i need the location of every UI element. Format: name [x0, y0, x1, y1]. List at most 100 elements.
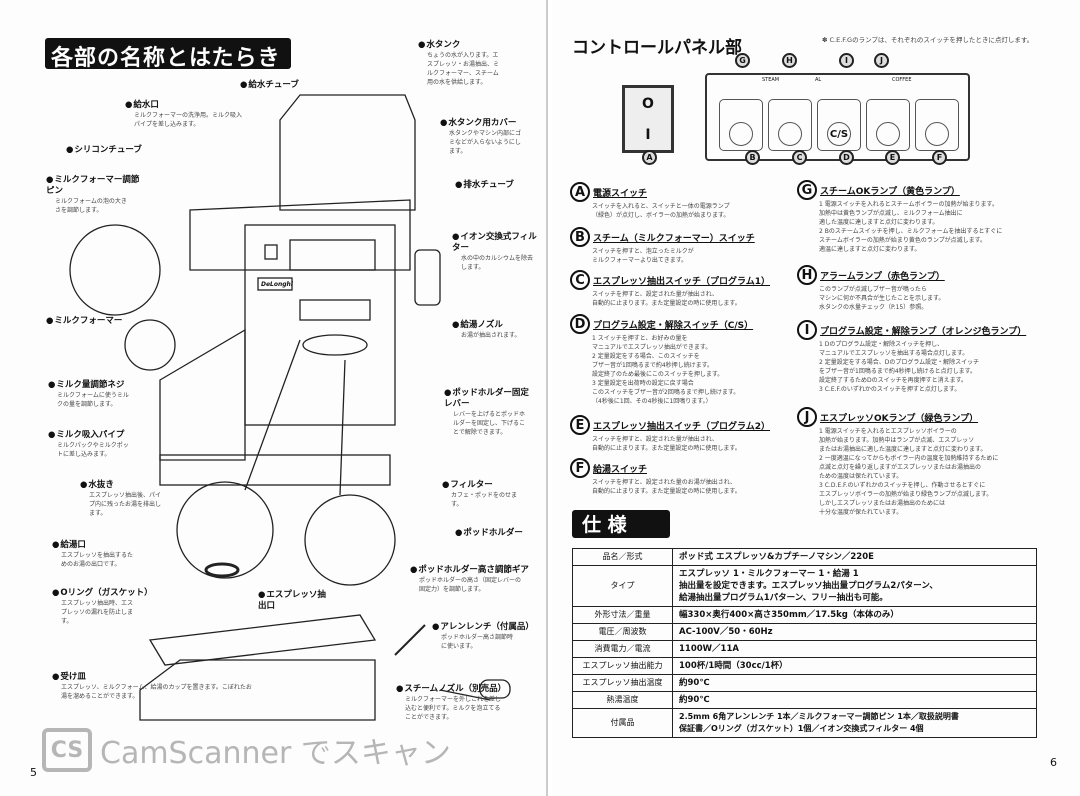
label-o-ring: Oリング（ガスケット）エスプレッソ抽出時、エスプレッソの漏れを防止します。 — [52, 588, 153, 626]
spec-table: 品名／形式ポッド式 エスプレッソ&カプチーノマシン／220E タイプエスプレッソ… — [572, 548, 1037, 738]
right-page: コントロールパネル部 ✽ C.E.F.Gのランプは、それぞれのスイッチを押したと… — [552, 0, 1080, 796]
callout-e: E — [885, 150, 900, 165]
steam-nozzle-drawing — [439, 689, 491, 701]
section-body: このランプが点滅しブザー音が鳴ったら マシンに何か不具合が生じたことを示します。… — [819, 286, 945, 311]
leader-line — [244, 339, 301, 491]
left-page: 各部の名称とはたらき DeLonghi 水タンクちょうの水が入ります。エスプレッ… — [30, 0, 548, 796]
spec-value: 100杯/1時間（30cc/1杯） — [672, 657, 1037, 675]
label-espresso-outlet: エスプレッソ抽出口 — [258, 590, 328, 612]
label-desc: お湯が抽出されます。 — [461, 332, 521, 339]
section-body: 1 Dのプログラム設定・解除スイッチを押し、 マニュアルでエスプレッソを抽出する… — [819, 341, 980, 393]
label-desc: ポッドホルダー高さ調節時に使います。 — [441, 634, 514, 650]
switch-on-mark: I — [645, 126, 651, 143]
control-panel: STEAM AL COFFEE C/S — [705, 73, 970, 161]
gasket-detail-circle — [176, 481, 274, 579]
label-name: ミルク量調節ネジ — [48, 380, 124, 390]
cs-label: C/S — [827, 122, 851, 146]
label-name: 給水口 — [125, 100, 159, 110]
letter-badge: D — [570, 314, 590, 334]
label-name: エスプレッソ抽出口 — [258, 590, 326, 611]
letter-badge: A — [570, 182, 590, 202]
steam-nozzle-drawing — [479, 679, 511, 699]
espresso-2-button — [866, 99, 910, 151]
spec-key: 電圧／周波数 — [572, 623, 673, 641]
spec-key: 熱湯温度 — [572, 691, 673, 709]
lamp-note: ✽ C.E.F.Gのランプは、それぞれのスイッチを押したときに点灯します。 — [822, 36, 1034, 44]
machine-top-drawing — [189, 199, 411, 271]
callout-c: C — [792, 150, 807, 165]
brew-group-drawing — [299, 299, 371, 321]
label-desc: 水の中のカルシウムを除去します。 — [461, 255, 534, 271]
section-heading: プログラム設定・解除ランプ（オレンジ色ランプ） — [820, 326, 1027, 337]
label-drip-tray: 受け皿エスプレッソ、ミルクフォーム、給湯のカップを置きます。こぼれたお湯を溜める… — [52, 672, 252, 701]
milk-frother-detail-circle — [69, 224, 161, 316]
machine-illustration — [69, 94, 511, 721]
section-body: スイッチを入れると、スイッチと一体の電源ランプ （緑色）が点灯し、ボイラーの加熱… — [592, 203, 730, 219]
filter-drawing — [414, 249, 441, 306]
label-name: ミルク吸入パイプ — [48, 430, 124, 440]
spec-key: エスプレッソ抽出能力 — [572, 657, 673, 675]
drip-tray-drawing — [139, 659, 376, 721]
coffee-label: COFFEE — [892, 77, 912, 83]
label-holder-gear: ポッドホルダー高さ調節ギアポッドホルダーの高さ（固定レバーの固定力）を調節します… — [410, 565, 530, 594]
label-name: イオン交換式フィルター — [452, 232, 537, 253]
label-desc: エスプレッソ、ミルクフォーム、給湯のカップを置きます。こぼれたお湯を溜めることが… — [61, 684, 252, 700]
label-name: 給湯口 — [52, 540, 86, 550]
label-name: 給水チューブ — [240, 80, 299, 90]
pod-holder-detail-circle — [304, 494, 396, 586]
espresso-1-button — [768, 99, 812, 151]
steam-label: STEAM — [762, 77, 780, 83]
letter-badge: G — [797, 180, 817, 200]
callout-d: D — [839, 150, 854, 165]
section-heading: エスプレッソ抽出スイッチ（プログラム1） — [593, 276, 770, 287]
callout-g: G — [735, 53, 750, 68]
label-drain-tube: 排水チューブ — [455, 180, 514, 191]
section-heading: アラームランプ（赤色ランプ） — [820, 271, 945, 282]
letter-badge: E — [570, 415, 590, 435]
program-cs-button: C/S — [817, 99, 861, 151]
table-row: 熱湯温度約90℃ — [572, 691, 1037, 709]
watermark-text: CamScanner でスキャン — [100, 736, 451, 771]
label-steam-nozzle: スチームノズル（別売品）ミルクフォーマーを外しこれを差し込むと便利です。ミルクを… — [396, 684, 506, 722]
label-name: スチームノズル（別売品） — [396, 684, 506, 694]
section-heading: プログラム設定・解除スイッチ（C/S） — [593, 320, 754, 331]
label-name: フィルター — [442, 480, 493, 490]
page-title: 各部の名称とはたらき — [45, 38, 291, 71]
leader-line — [339, 359, 346, 496]
label-name: ポッドホルダー — [455, 528, 523, 538]
label-name: 水抜き — [80, 480, 114, 490]
table-row: 外形寸法／重量幅330×奥行400×高さ350mm／17.5kg（本体のみ） — [572, 606, 1037, 624]
label-desc: 水タンクやマシン内部にゴミなどが入らないようにします。 — [449, 130, 522, 155]
callout-a: A — [642, 150, 657, 165]
label-desc: ちょうの水が入ります。エスプレッソ・お湯抽出、ミルクフォーマー、スチーム用の水を… — [427, 52, 500, 86]
spec-value: 幅330×奥行400×高さ350mm／17.5kg（本体のみ） — [672, 606, 1037, 624]
button-circle — [729, 122, 753, 146]
table-row: エスプレッソ抽出温度約90℃ — [572, 674, 1037, 692]
label-name: 水タンク用カバー — [440, 118, 516, 128]
spec-key: 付属品 — [572, 708, 673, 738]
letter-badge: B — [570, 227, 590, 247]
label-desc: エスプレッソ抽出後、パイプ内に残ったお湯を排出します。 — [89, 492, 162, 517]
label-name: アレンレンチ（付属品） — [432, 622, 534, 632]
water-tank-drawing — [279, 94, 416, 211]
hot-water-button — [915, 99, 959, 151]
spec-key: 消費電力／電流 — [572, 640, 673, 658]
section-body: スイッチを押すと、泡立ったミルクが ミルクフォーマーより出てきます。 — [592, 248, 694, 264]
table-row: 品名／形式ポッド式 エスプレッソ&カプチーノマシン／220E — [572, 548, 1037, 566]
spec-key: エスプレッソ抽出温度 — [572, 674, 673, 692]
brand-plate-drawing — [257, 277, 293, 291]
spec-value: 約90℃ — [672, 674, 1037, 692]
section-body: スイッチを押すと、設定された量が抽出され、 自動的に止まります。また定量設定の時… — [592, 436, 741, 452]
allen-wrench-drawing — [394, 624, 426, 656]
section-title: コントロールパネル部 — [572, 38, 742, 58]
spec-value: 2.5mm 6角アレンレンチ 1本／ミルクフォーマー調節ピン 1本／取扱説明書 … — [672, 708, 1037, 738]
page-number: 5 — [30, 766, 37, 779]
label-pod-holder: ポッドホルダー — [455, 528, 523, 539]
